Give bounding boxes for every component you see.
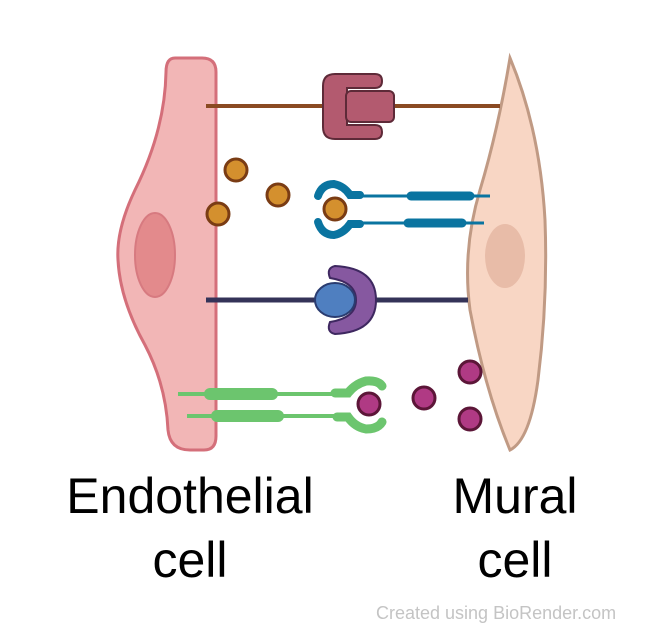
blue-receptor-pair xyxy=(314,179,490,240)
purple-receptor-complex xyxy=(206,264,468,336)
mural-nucleus xyxy=(485,224,525,288)
pink-receptor-complex xyxy=(206,73,500,140)
green-receptor-pair xyxy=(178,376,387,434)
mural-label-line1: Mural xyxy=(452,468,578,524)
endothelial-label-line2: cell xyxy=(152,532,228,588)
endothelial-cell xyxy=(116,56,218,452)
endothelial-nucleus xyxy=(134,212,176,298)
endothelial-label-line1: Endothelial xyxy=(66,468,314,524)
endothelial-cell-label: Endothelial cell xyxy=(30,466,350,590)
mural-cell-label: Mural cell xyxy=(420,466,610,590)
biorender-watermark: Created using BioRender.com xyxy=(376,603,617,623)
mural-label-line2: cell xyxy=(477,532,553,588)
magenta-ligands xyxy=(356,359,483,432)
mural-cell xyxy=(466,52,548,453)
orange-ligands xyxy=(205,157,348,227)
